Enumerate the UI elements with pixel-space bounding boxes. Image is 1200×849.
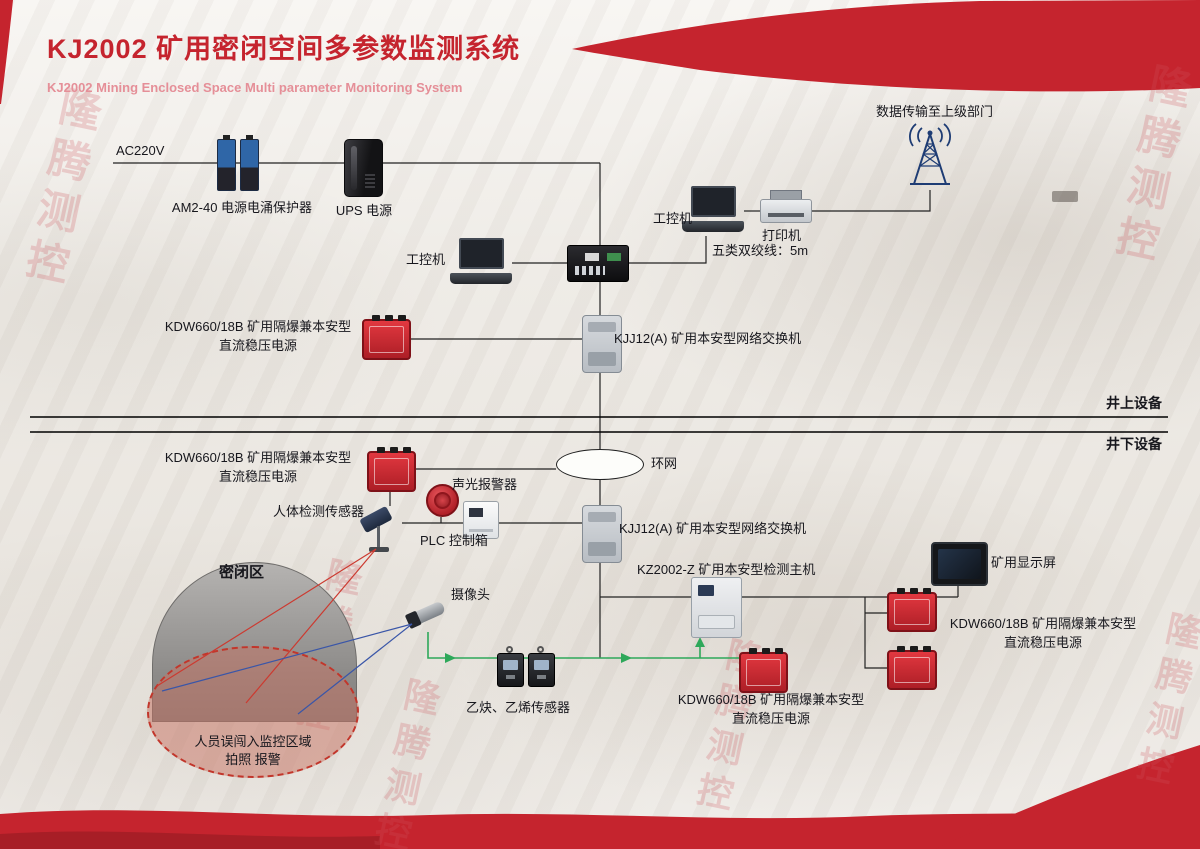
antenna-tower-icon bbox=[909, 123, 951, 185]
human-sensor-label: 人体检测传感器 bbox=[273, 504, 365, 519]
kdw-power-right-lower-icon bbox=[887, 646, 937, 690]
sensor-button bbox=[537, 675, 546, 679]
industrial-pc-top-icon bbox=[682, 186, 744, 236]
kdw-left-label-line1: KDW660/18B 矿用隔爆兼本安型 bbox=[164, 450, 352, 465]
ring-network-ellipse bbox=[556, 449, 644, 480]
ipc-left-label: 工控机 bbox=[406, 252, 446, 267]
switch-bottom-label: KJJ12(A) 矿用本安型网络交换机 bbox=[619, 521, 807, 536]
ribbon-bottom-accent bbox=[0, 831, 380, 849]
sound-light-alarm-icon bbox=[426, 484, 459, 517]
page-title: KJ2002 矿用密闭空间多参数监测系统 bbox=[47, 34, 521, 64]
printer-icon bbox=[760, 190, 812, 228]
ribbon-bottom-right-triangle bbox=[935, 745, 1200, 849]
media-converter-icon bbox=[567, 245, 629, 282]
kdw-left-label-line2: 直流稳压电源 bbox=[218, 469, 297, 484]
kdw-power-mid-icon bbox=[739, 648, 788, 693]
blue-beams bbox=[161, 623, 413, 715]
kdw-power-top-icon bbox=[362, 315, 411, 360]
switch-top-label: KJJ12(A) 矿用本安型网络交换机 bbox=[614, 331, 802, 346]
uplink-label: 数据传输至上级部门 bbox=[876, 104, 994, 119]
network-switch-top-icon bbox=[582, 315, 622, 373]
kdw-top-label-line2: 直流稳压电源 bbox=[218, 338, 297, 353]
detector-pole bbox=[377, 526, 380, 548]
sensor-screen bbox=[534, 660, 549, 670]
kdw-mid-label-line1: KDW660/18B 矿用隔爆兼本安型 bbox=[677, 692, 865, 707]
section-divider-lines bbox=[30, 416, 1168, 433]
surge-module bbox=[240, 135, 259, 191]
sensor-screen bbox=[503, 660, 518, 670]
laptop-base bbox=[450, 273, 512, 284]
detection-host-icon bbox=[691, 577, 742, 638]
ribbon-top-right bbox=[572, 0, 1200, 92]
gas-sensor-label: 乙炔、乙烯传感器 bbox=[466, 700, 571, 715]
ribbon-top-left-sliver bbox=[0, 0, 13, 104]
gas-sensor-right-icon bbox=[528, 646, 555, 692]
surge-module bbox=[217, 135, 236, 191]
laptop-screen bbox=[459, 238, 504, 269]
ipc-top-label: 工控机 bbox=[653, 211, 693, 226]
sensor-body bbox=[497, 653, 524, 687]
header: KJ2002 矿用密闭空间多参数监测系统 KJ2002 Mining Enclo… bbox=[47, 27, 520, 95]
green-arrowheads bbox=[445, 637, 705, 663]
host-label: KZ2002-Z 矿用本安型检测主机 bbox=[637, 562, 816, 577]
ups-label: UPS 电源 bbox=[335, 203, 393, 218]
sensor-hanger bbox=[537, 646, 544, 653]
sensor-button bbox=[506, 675, 515, 679]
kdw-top-label-line1: KDW660/18B 矿用隔爆兼本安型 bbox=[164, 319, 352, 334]
surface-equipment-label: 井上设备 bbox=[1106, 395, 1162, 411]
kdw-right-label-line2: 直流稳压电源 bbox=[1003, 635, 1082, 650]
display-label: 矿用显示屏 bbox=[991, 555, 1057, 570]
laptop-base bbox=[682, 221, 744, 232]
kdw-right-label-line1: KDW660/18B 矿用隔爆兼本安型 bbox=[949, 616, 1137, 631]
intrusion-label-line2: 拍照 报警 bbox=[225, 752, 281, 767]
kdw-mid-label-line2: 直流稳压电源 bbox=[731, 711, 810, 726]
plc-box-icon bbox=[463, 501, 499, 539]
alarm-label: 声光报警器 bbox=[452, 477, 518, 492]
ups-icon bbox=[344, 139, 383, 197]
gas-sensor-left-icon bbox=[497, 646, 524, 692]
plc-label: PLC 控制箱 bbox=[420, 533, 488, 548]
surge-protector-icon bbox=[217, 135, 259, 191]
monitored-zone-ellipse bbox=[147, 646, 359, 778]
kdw-power-right-upper-icon bbox=[887, 588, 937, 632]
camera-label: 摄像头 bbox=[451, 587, 491, 602]
sensor-hanger bbox=[506, 646, 513, 653]
industrial-pc-left-icon bbox=[450, 238, 512, 288]
ring-label: 环网 bbox=[651, 456, 678, 471]
red-beams bbox=[156, 548, 377, 704]
underground-equipment-label: 井下设备 bbox=[1106, 436, 1162, 452]
surge-label: AM2-40 电源电涌保护器 bbox=[171, 200, 313, 215]
ribbon-bottom-band bbox=[0, 806, 1200, 849]
printer-body bbox=[760, 199, 812, 223]
detector-base bbox=[369, 547, 389, 552]
page-subtitle: KJ2002 Mining Enclosed Space Multi param… bbox=[47, 80, 463, 95]
mining-display-icon bbox=[931, 542, 988, 586]
cable-label: 五类双绞线：5m bbox=[712, 243, 809, 258]
network-switch-bottom-icon bbox=[582, 505, 622, 563]
kdw-power-left-icon bbox=[367, 447, 416, 492]
laptop-screen bbox=[691, 186, 736, 217]
printer-slot bbox=[768, 213, 804, 217]
sensor-body bbox=[528, 653, 555, 687]
human-detector-icon bbox=[358, 504, 404, 556]
truck-photo bbox=[1052, 191, 1078, 202]
enclosed-area-label: 密闭区 bbox=[219, 564, 265, 581]
intrusion-label-line1: 人员误闯入监控区域 bbox=[194, 734, 312, 749]
printer-label: 打印机 bbox=[762, 228, 802, 243]
ac220v-label: AC220V bbox=[116, 143, 165, 158]
